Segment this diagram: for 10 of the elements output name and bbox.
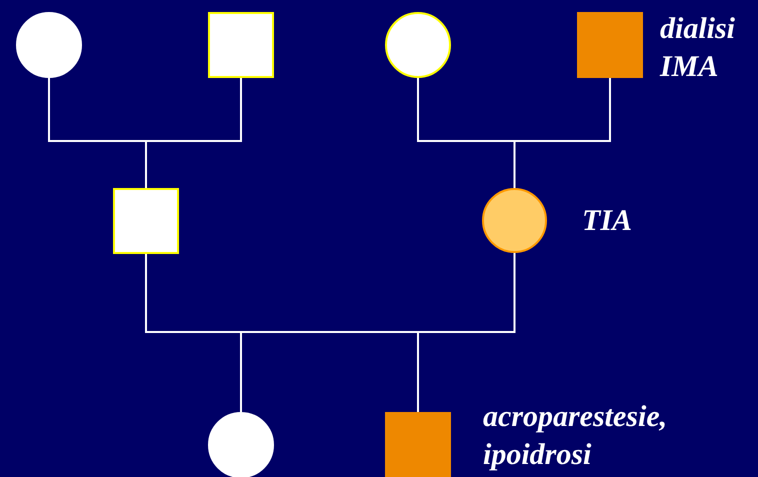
male-square: [577, 12, 643, 78]
annotation-text: dialisi IMA: [660, 11, 736, 85]
pedigree-line: [145, 78, 242, 188]
pedigree-line: [514, 78, 611, 188]
pedigree-line: [417, 253, 516, 412]
male-square: [208, 12, 274, 78]
male-square: [113, 188, 179, 254]
male-square: [385, 412, 451, 477]
annotation-text: TIA: [582, 203, 634, 239]
annotation-text: acroparestesie, ipoidrosi: [483, 399, 668, 473]
